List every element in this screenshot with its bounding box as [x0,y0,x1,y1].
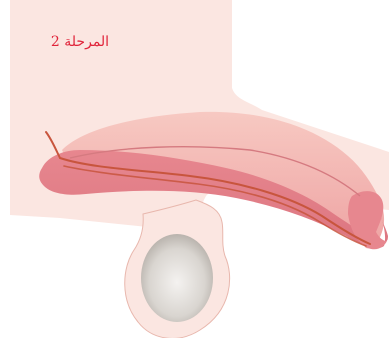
stage-label: المرحلة 2 [20,34,140,50]
testis [141,234,213,322]
